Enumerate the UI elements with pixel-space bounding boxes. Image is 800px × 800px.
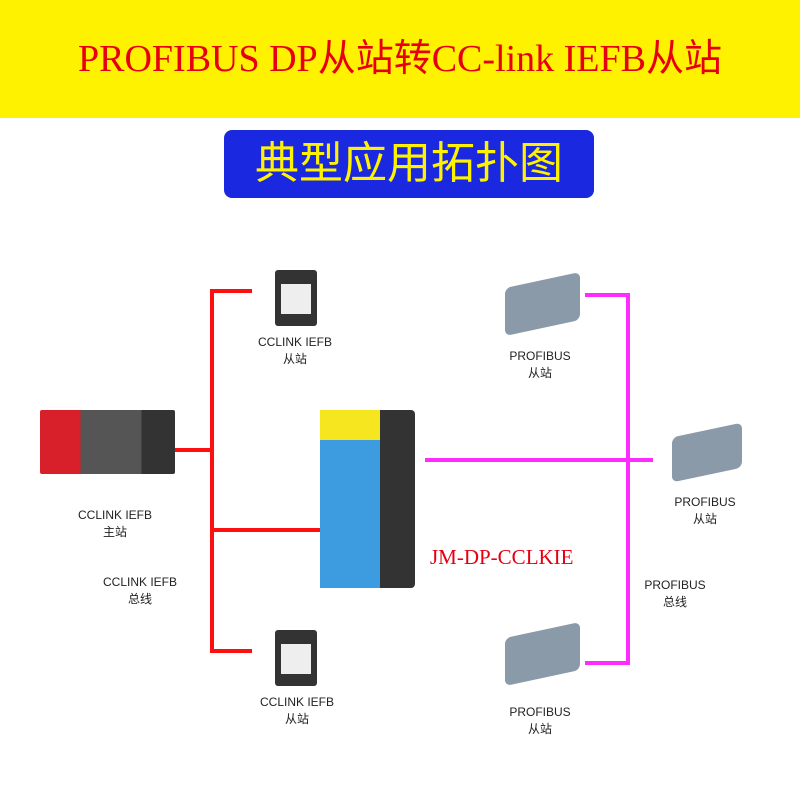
cclink-slave-device xyxy=(275,630,317,686)
profibus-branch xyxy=(425,458,653,462)
cclink-branch xyxy=(212,289,252,293)
page-title: PROFIBUS DP从站转CC-link IEFB从站 xyxy=(77,38,722,80)
title-banner xyxy=(0,0,800,118)
profibus-slave-device xyxy=(505,272,580,336)
plc-master-device xyxy=(40,410,175,474)
cclink-slave-device xyxy=(275,270,317,326)
cclink-bus-line xyxy=(210,289,214,653)
profibus-branch xyxy=(585,661,628,665)
profibus-slave-device xyxy=(672,422,742,483)
profibus-bus-line xyxy=(626,293,630,665)
cclink-branch xyxy=(212,528,332,532)
subtitle-badge: 典型应用拓扑图 xyxy=(224,130,594,198)
gateway-device xyxy=(320,410,415,588)
profibus-slave-device xyxy=(505,622,580,686)
cclink-branch xyxy=(172,448,212,452)
gateway-model-label: JM-DP-CCLKIE xyxy=(430,545,574,569)
cclink-branch xyxy=(212,649,252,653)
profibus-branch xyxy=(585,293,628,297)
